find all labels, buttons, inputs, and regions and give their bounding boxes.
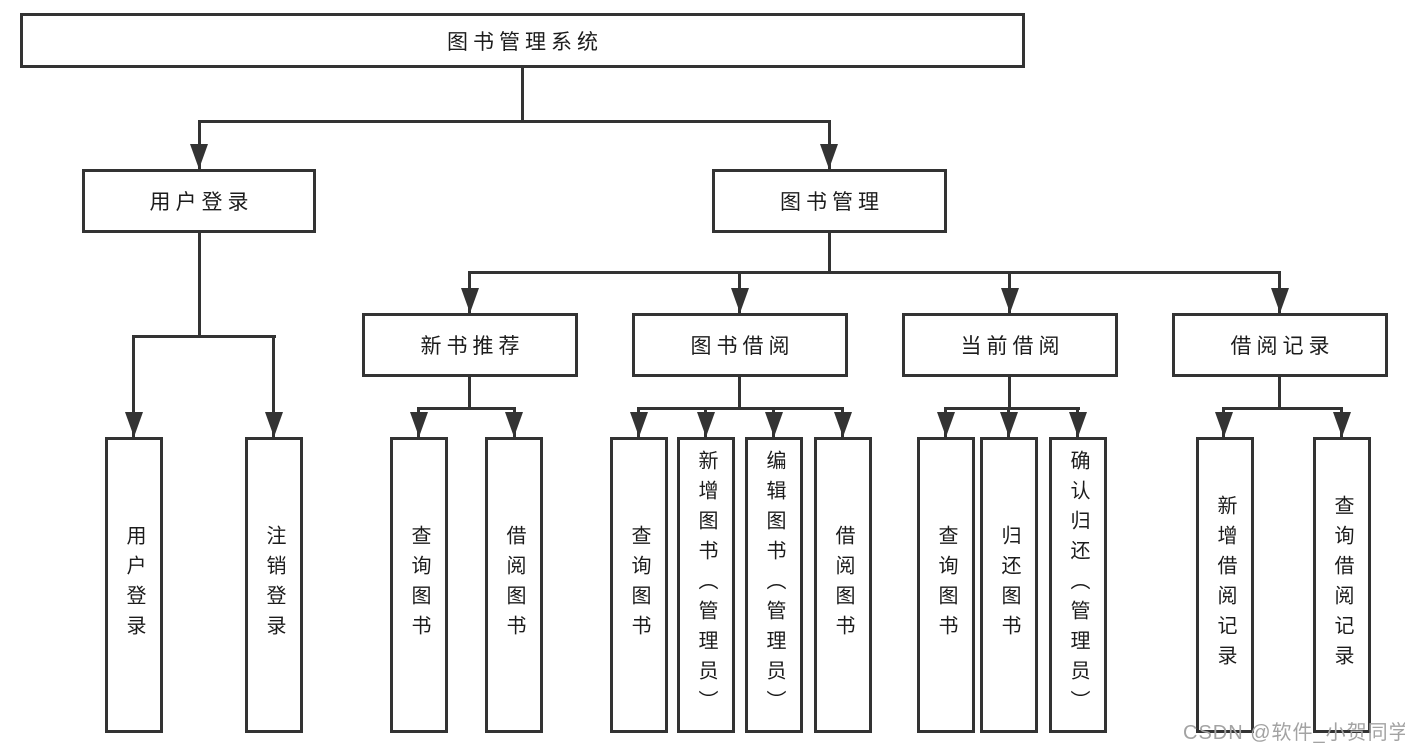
node-leaf-borrow-query-books-label: 查询图书: [628, 525, 650, 645]
arrow-down-icon: [937, 412, 955, 437]
node-leaf-borrow-books-label: 借阅图书: [832, 525, 854, 645]
arrow-down-icon: [1333, 412, 1351, 437]
connector-line: [468, 377, 471, 407]
connector-line: [828, 233, 831, 271]
node-leaf-borrow-books: 借阅图书: [814, 437, 872, 733]
node-leaf-add-books-admin: 新增图书（管理员）: [677, 437, 735, 733]
arrow-down-icon: [630, 412, 648, 437]
node-leaf-recommend-borrow-books-label: 借阅图书: [503, 525, 525, 645]
arrow-down-icon: [190, 144, 208, 169]
node-new-book-recommend: 新书推荐: [362, 313, 578, 377]
connector-line: [944, 407, 1080, 410]
connector-line: [272, 335, 275, 437]
arrow-down-icon: [1271, 288, 1289, 313]
node-borrow-records: 借阅记录: [1172, 313, 1388, 377]
connector-line: [521, 68, 524, 120]
connector-line: [132, 335, 135, 437]
node-leaf-user-login-label: 用户登录: [123, 525, 145, 645]
connector-line: [417, 407, 516, 410]
node-leaf-query-borrow-record-label: 查询借阅记录: [1331, 495, 1353, 675]
node-leaf-add-borrow-record: 新增借阅记录: [1196, 437, 1254, 733]
node-leaf-query-borrow-record: 查询借阅记录: [1313, 437, 1371, 733]
arrow-down-icon: [1001, 288, 1019, 313]
arrow-down-icon: [1000, 412, 1018, 437]
node-book-borrow: 图书借阅: [632, 313, 848, 377]
node-leaf-add-borrow-record-label: 新增借阅记录: [1214, 495, 1236, 675]
arrow-down-icon: [1069, 412, 1087, 437]
node-leaf-edit-books-admin-label: 编辑图书（管理员）: [763, 450, 785, 720]
connector-line: [132, 335, 276, 338]
connector-line: [738, 377, 741, 407]
node-user-login-branch: 用户登录: [82, 169, 316, 233]
node-user-login-branch-label: 用户登录: [149, 191, 254, 214]
arrow-down-icon: [265, 412, 283, 437]
arrow-down-icon: [731, 288, 749, 313]
arrow-down-icon: [461, 288, 479, 313]
node-new-book-recommend-label: 新书推荐: [420, 335, 525, 358]
arrow-down-icon: [410, 412, 428, 437]
node-leaf-confirm-return-admin-label: 确认归还（管理员）: [1067, 450, 1089, 720]
connector-line: [198, 233, 201, 335]
arrow-down-icon: [505, 412, 523, 437]
connector-line: [468, 271, 1281, 274]
node-leaf-user-login: 用户登录: [105, 437, 163, 733]
node-current-borrow-label: 当前借阅: [960, 335, 1065, 358]
node-leaf-recommend-borrow-books: 借阅图书: [485, 437, 543, 733]
node-book-management-branch-label: 图书管理: [780, 191, 884, 214]
connector-line: [637, 407, 844, 410]
connector-line: [198, 120, 831, 123]
node-book-borrow-label: 图书借阅: [690, 335, 795, 358]
node-leaf-current-query-books: 查询图书: [917, 437, 975, 733]
arrow-down-icon: [697, 412, 715, 437]
node-leaf-add-books-admin-label: 新增图书（管理员）: [695, 450, 717, 720]
node-root: 图书管理系统: [20, 13, 1025, 68]
node-leaf-recommend-query-books-label: 查询图书: [408, 525, 430, 645]
node-leaf-logout-label: 注销登录: [263, 525, 285, 645]
node-leaf-borrow-query-books: 查询图书: [610, 437, 668, 733]
arrow-down-icon: [125, 412, 143, 437]
connector-line: [1278, 377, 1281, 407]
node-root-label: 图书管理系统: [447, 30, 603, 54]
node-borrow-records-label: 借阅记录: [1230, 335, 1335, 358]
node-leaf-current-query-books-label: 查询图书: [935, 525, 957, 645]
connector-line: [1222, 407, 1343, 410]
arrow-down-icon: [834, 412, 852, 437]
arrow-down-icon: [1215, 412, 1233, 437]
node-book-management-branch: 图书管理: [712, 169, 947, 233]
arrow-down-icon: [820, 144, 838, 169]
node-leaf-return-books-label: 归还图书: [998, 525, 1020, 645]
csdn-watermark: CSDN @软件_小贺同学: [1183, 722, 1405, 744]
node-leaf-return-books: 归还图书: [980, 437, 1038, 733]
connector-line: [1008, 377, 1011, 407]
node-leaf-logout: 注销登录: [245, 437, 303, 733]
arrow-down-icon: [765, 412, 783, 437]
node-leaf-recommend-query-books: 查询图书: [390, 437, 448, 733]
node-leaf-confirm-return-admin: 确认归还（管理员）: [1049, 437, 1107, 733]
node-leaf-edit-books-admin: 编辑图书（管理员）: [745, 437, 803, 733]
node-current-borrow: 当前借阅: [902, 313, 1118, 377]
